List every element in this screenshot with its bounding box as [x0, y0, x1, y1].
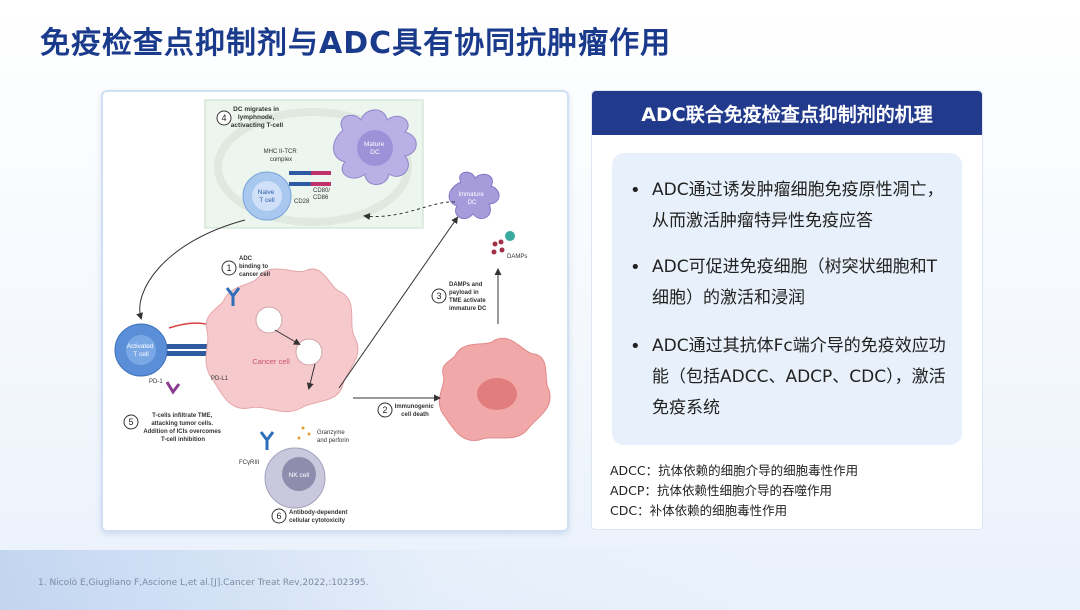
- damps-particles: [491, 239, 505, 255]
- step-6-label: Antibody-dependent cellular cytotoxicity: [289, 510, 349, 524]
- step-4-marker: [216, 110, 232, 126]
- svg-text:Immature DC: Immature DC: [458, 192, 485, 206]
- step-6-marker: [271, 508, 287, 524]
- step-3-marker: [431, 288, 447, 304]
- bullet-item-1: • ADC通过诱发肿瘤细胞免疫原性凋亡，从而激活肿瘤特异性免疫应答: [630, 175, 952, 237]
- step-1-label: ADC binding to cancer cell: [239, 256, 270, 278]
- activated-t-cell: Activated T cell: [114, 323, 168, 377]
- cancer-cell: Cancer cell: [205, 268, 359, 413]
- bullet-text: ADC通过其抗体Fc端介导的免疫效应功能（包括ADCC、ADCP、CDC），激活…: [652, 336, 946, 418]
- fcyriii-label: FCγRIII: [239, 460, 260, 466]
- immature-dc-cell: Immature DC: [448, 171, 515, 241]
- reference-footnote: 1. Nicolò E,Giugliano F,Ascione L,et al.…: [38, 578, 369, 588]
- abbreviation-adcp: ADCP：抗体依赖性细胞介导的吞噬作用: [610, 483, 832, 498]
- bullet-dot: •: [630, 257, 641, 278]
- bullet-text: ADC可促进免疫细胞（树突状细胞和T细胞）的激活和浸润: [652, 257, 937, 308]
- mhc-label: MHC II-TCR complex: [264, 149, 299, 163]
- svg-text:Activated T cell: Activated T cell: [127, 343, 156, 358]
- bullet-box: • ADC通过诱发肿瘤细胞免疫原性凋亡，从而激活肿瘤特异性免疫应答 • ADC可…: [612, 153, 962, 445]
- svg-text:Mature DC: Mature DC: [364, 141, 386, 156]
- abbreviation-cdc: CDC：补体依赖的细胞毒性作用: [610, 503, 788, 518]
- step-2-number: 2: [382, 405, 387, 415]
- step-2-label: Immunogenic cell death: [395, 404, 436, 418]
- damps-label: DAMPs: [507, 254, 527, 260]
- mechanism-diagram: 4 DC migrates in lymphnode, activacting …: [114, 99, 551, 524]
- svg-text:Naive T cell: Naive T cell: [258, 189, 276, 204]
- cancer-to-dc-arrow: [338, 216, 459, 389]
- cd80-label: CD80/ CD86: [313, 188, 332, 201]
- step-1-marker: [221, 260, 237, 276]
- step-5-marker: [123, 414, 139, 430]
- nk-cell: NK cell: [264, 447, 326, 509]
- mechanism-figure: 4 DC migrates in lymphnode, activacting …: [101, 90, 569, 532]
- step-3-number: 3: [436, 291, 441, 301]
- step-1-number: 1: [226, 263, 231, 273]
- step-6-number: 6: [276, 511, 281, 521]
- abbreviation-adcc: ADCC：抗体依赖的细胞介导的细胞毒性作用: [610, 463, 859, 478]
- svg-text:NK cell: NK cell: [289, 472, 310, 479]
- step-4-label: DC migrates in lymphnode, activacting T-…: [231, 106, 284, 129]
- bullet-item-2: • ADC可促进免疫细胞（树突状细胞和T细胞）的激活和浸润: [630, 252, 952, 314]
- granzyme-label: Granzyme and perforin: [317, 430, 349, 444]
- bullet-text: ADC通过诱发肿瘤细胞免疫原性凋亡，从而激活肿瘤特异性免疫应答: [652, 180, 944, 231]
- bullet-dot: •: [630, 180, 641, 201]
- step-4-number: 4: [221, 113, 226, 123]
- pd1-label: PD-1: [149, 379, 163, 385]
- mechanism-panel: ADC联合免疫检查点抑制剂的机理 • ADC通过诱发肿瘤细胞免疫原性凋亡，从而激…: [591, 90, 983, 530]
- mature-dc-cell: Mature DC: [333, 109, 417, 185]
- step-3-label: DAMPs and payload in TME activate immatu…: [449, 282, 487, 312]
- svg-text:Cancer cell: Cancer cell: [252, 357, 290, 366]
- step-2-marker: [377, 402, 393, 418]
- pdl1-label: PD-L1: [211, 376, 229, 382]
- cd28-label: CD28: [294, 199, 310, 205]
- slide-title: 免疫检查点抑制剂与ADC具有协同抗肿瘤作用: [40, 26, 672, 61]
- panel-header: ADC联合免疫检查点抑制剂的机理: [592, 91, 982, 135]
- naive-t-cell: Naive T cell: [242, 171, 292, 221]
- lymph-to-tcell-arrow: [136, 219, 246, 320]
- adc-antibody: [225, 287, 241, 306]
- dead-cancer-cell: [438, 337, 551, 441]
- step-5-number: 5: [128, 417, 133, 427]
- decorative-wave: [0, 550, 1080, 610]
- dc-migration-arrow: [363, 201, 456, 221]
- bullet-dot: •: [630, 336, 641, 357]
- step-5-label: T-cells infiltrate TME, attacking tumor …: [143, 413, 222, 443]
- bullet-item-3: • ADC通过其抗体Fc端介导的免疫效应功能（包括ADCC、ADCP、CDC），…: [630, 331, 952, 424]
